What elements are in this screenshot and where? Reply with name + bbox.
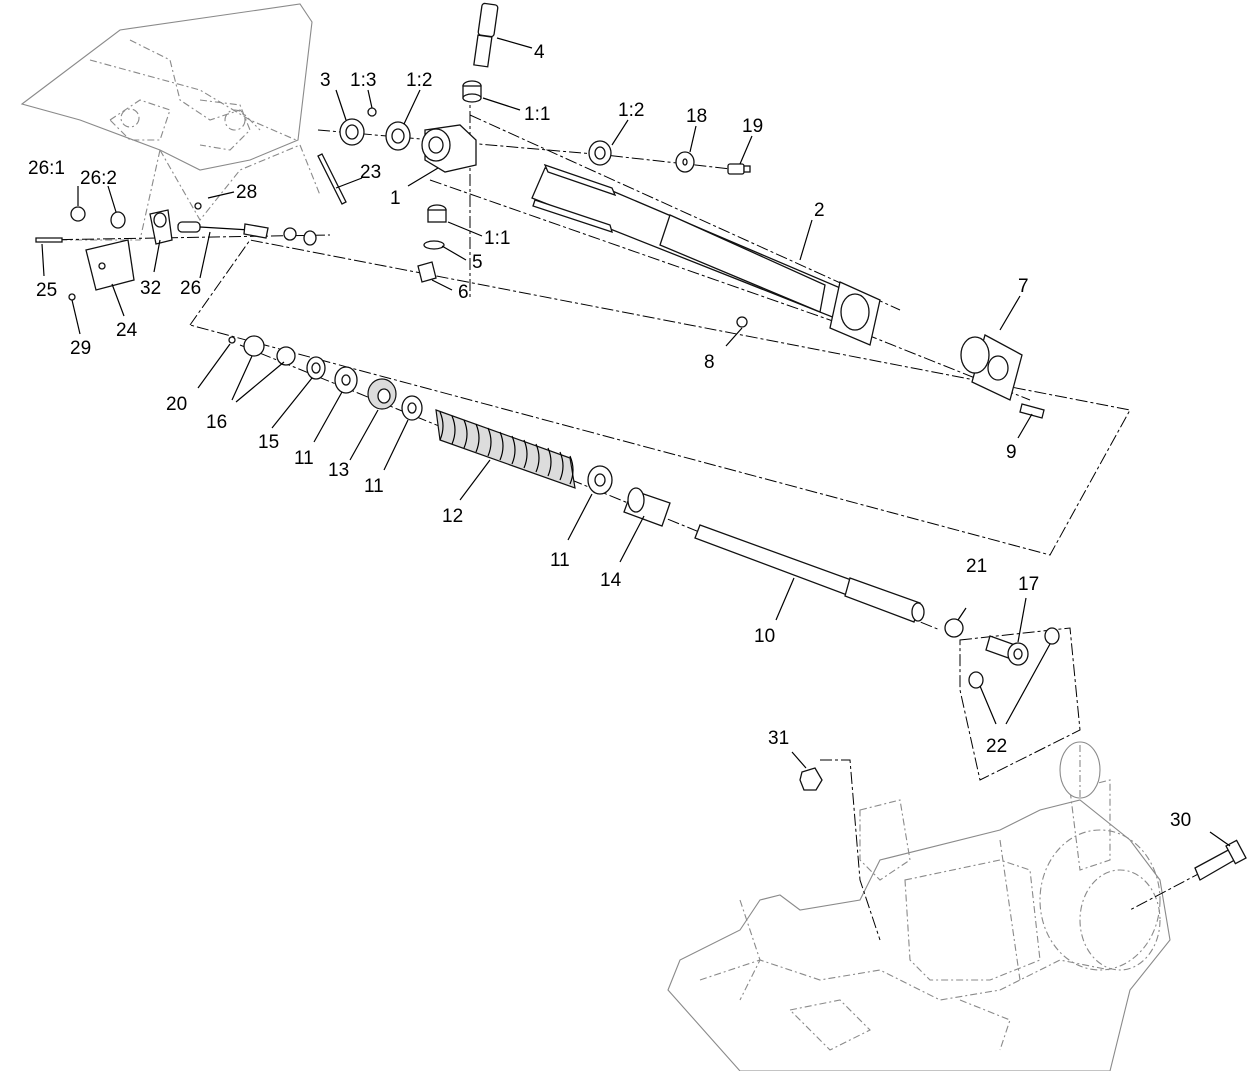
part-7-end-plate [960,334,1023,401]
callout-6: 6 [458,282,469,303]
part-30-bolt [1194,839,1247,881]
callout-1-1-top: 1:1 [524,104,550,125]
ghost-deck-lower-right [667,741,1171,1071]
callout-5: 5 [472,252,483,273]
part-13-washer [367,378,397,410]
callout-19: 19 [742,116,763,137]
ghost-frame-upper-left [20,3,321,241]
part-1-2-bushing-right [588,140,612,166]
part-5-washer [423,240,445,250]
callout-21: 21 [966,556,987,577]
callout-11-b: 11 [364,476,384,497]
part-23-pin [317,153,347,205]
callout-20: 20 [166,394,187,415]
part-26-1-nut [70,206,86,222]
callout-23: 23 [360,162,381,183]
callout-12: 12 [442,506,463,527]
part-12-spring [435,409,576,489]
callout-1-3: 1:3 [350,70,376,91]
callout-11-a: 11 [294,448,314,469]
callout-16: 16 [206,412,227,433]
part-11-washer-b [401,395,423,421]
callout-14: 14 [600,570,622,591]
part-11-washer-a [334,366,358,394]
part-15-washer [306,356,326,380]
part-1-2-bushing-left [385,121,411,151]
callout-24: 24 [116,320,138,341]
part-26-2-washer [110,211,126,229]
part-1-1-bushing-lower [427,204,447,223]
part-17-rod-end [985,635,1029,666]
callout-13: 13 [328,460,349,481]
callout-31: 31 [768,728,789,749]
callout-11-c: 11 [550,550,570,571]
callout-30: 30 [1170,810,1191,831]
part-2-tube [531,163,881,346]
callout-1-2-right: 1:2 [618,100,644,121]
callout-1: 1 [390,188,401,209]
callout-22: 22 [986,736,1007,757]
part-28-screw [194,202,202,210]
part-21-nut [944,618,964,638]
callout-29: 29 [70,338,91,359]
part-8-nut [736,316,748,328]
part-18-washer [675,151,695,173]
part-22-spacers [968,627,1060,689]
callout-4: 4 [534,42,545,63]
callout-8: 8 [704,352,715,373]
part-16-nuts [243,335,296,366]
part-3-washer [339,118,365,146]
part-14-sleeve [623,487,671,527]
callout-25: 25 [36,280,57,301]
callout-3: 3 [320,70,331,91]
part-24-bracket [85,239,135,291]
part-9-bolt [1019,403,1045,419]
part-1-pivot-block [421,124,477,173]
callout-1-1-lower: 1:1 [484,228,510,249]
callout-1-2-left: 1:2 [406,70,432,91]
part-19-bolt [727,163,751,175]
part-20-pin [228,336,236,344]
callout-labels: 4 1:1 3 1:3 1:2 1 23 1:2 18 19 2 1:1 5 6… [28,42,1191,831]
part-11-washer-c [587,465,613,495]
callout-32: 32 [140,278,161,299]
callout-28: 28 [236,182,257,203]
part-31-nut [799,767,823,791]
callout-9: 9 [1006,442,1017,463]
callout-18: 18 [686,106,707,127]
callout-26: 26 [180,278,201,299]
part-1-3-fitting [367,107,377,117]
part-4-pin [473,2,499,68]
callout-2: 2 [814,200,825,221]
part-6-nut [417,261,437,283]
callout-10: 10 [754,626,775,647]
leader-lines [41,37,1231,847]
part-26-cable [177,221,317,246]
part-32-bracket [149,209,173,245]
callout-26-2: 26:2 [80,168,117,189]
callout-15: 15 [258,432,279,453]
part-25-pin [35,237,63,243]
part-29-screw [68,293,76,301]
part-10-rod [694,524,925,623]
callout-7: 7 [1018,276,1029,297]
part-1-1-bushing-top [462,80,482,103]
callout-17: 17 [1018,574,1039,595]
callout-26-1: 26:1 [28,158,65,179]
